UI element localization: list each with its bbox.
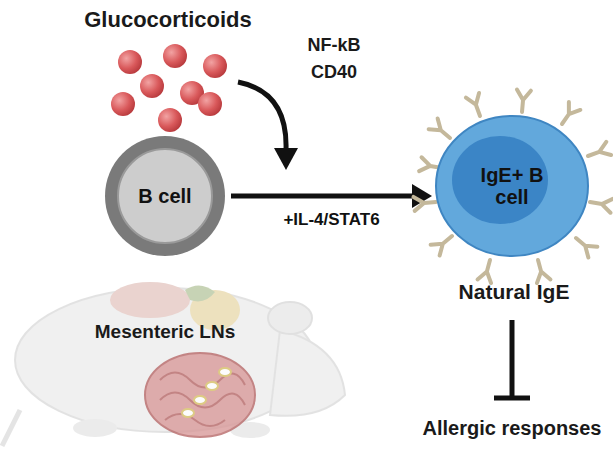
antibody-symbol	[586, 142, 611, 163]
antibody-symbol	[556, 102, 580, 128]
b-cell-circle: B cell	[103, 134, 227, 258]
mouse-illustration	[2, 282, 345, 446]
antibody-symbol	[589, 195, 613, 213]
antibody-symbol	[478, 258, 497, 283]
glucocorticoid-molecules	[111, 44, 227, 132]
edge-label: +IL-4/STAT6	[283, 210, 379, 230]
curved-arrow	[238, 82, 298, 170]
pathway-label: CD40	[311, 62, 357, 83]
antibody-symbol	[431, 231, 457, 256]
antibody-symbol	[531, 258, 550, 283]
antibody-symbol	[413, 195, 436, 211]
inhibition-symbol	[494, 320, 530, 398]
antibody-symbol	[572, 233, 598, 258]
ige-b-cell-ellipse: IgE+ B cell	[430, 110, 594, 262]
antibody-symbol	[429, 118, 455, 143]
node-label: IgE+ B cell	[462, 164, 562, 208]
pathway-label: NF-kB	[308, 35, 361, 56]
antibody-label: Natural IgE	[459, 280, 570, 304]
arrow-connector	[231, 184, 432, 208]
node-label: B cell	[115, 185, 215, 207]
intestine-illustration	[145, 353, 255, 437]
title-label: Glucocorticoids	[84, 7, 251, 33]
organ-label: Mesenteric LNs	[95, 321, 235, 343]
antibody-symbol	[466, 93, 487, 118]
outcome-label: Allergic responses	[423, 417, 602, 440]
antibody-symbol	[515, 89, 531, 112]
